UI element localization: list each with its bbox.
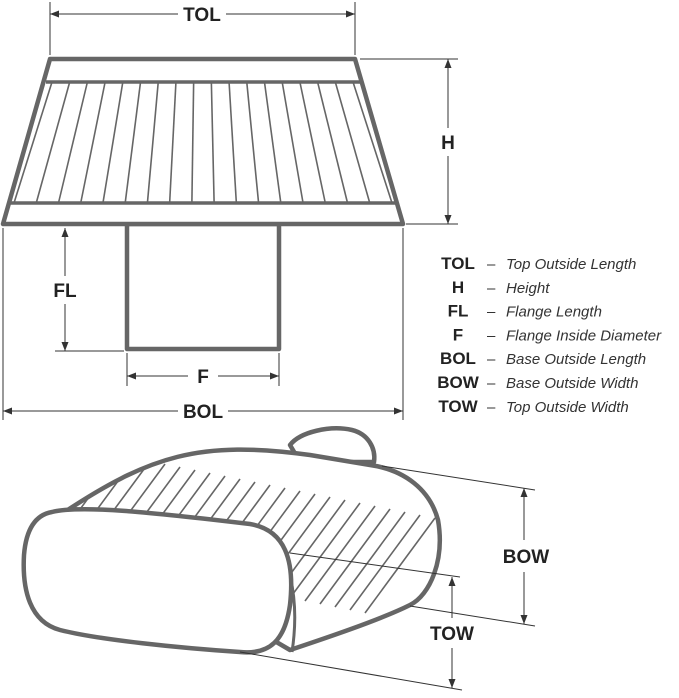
pleat-line <box>124 81 142 204</box>
oblique-pleat-line <box>319 508 391 605</box>
bol-dimension: BOL <box>2 228 404 423</box>
h-label: H <box>441 133 455 154</box>
legend-description: Base Outside Length <box>506 351 646 368</box>
oblique-pleat-line <box>364 517 436 614</box>
pleat-line <box>228 81 238 204</box>
pleat-line <box>334 81 371 204</box>
legend-description: Flange Length <box>506 304 602 321</box>
pleat-line <box>57 81 89 204</box>
bol-label: BOL <box>183 402 224 423</box>
legend-dash: – <box>487 375 496 392</box>
legend-description: Flange Inside Diameter <box>506 327 662 344</box>
legend-dash: – <box>487 399 496 416</box>
pleat-line <box>210 81 215 204</box>
pleat-line <box>102 81 124 204</box>
legend-description: Height <box>506 280 550 297</box>
legend-code: TOW <box>438 397 478 416</box>
legend-code: TOL <box>441 254 475 273</box>
bow-label: BOW <box>503 547 550 568</box>
legend-code: H <box>452 278 464 297</box>
legend-code: F <box>453 325 463 344</box>
oblique-pleat-line <box>349 514 421 611</box>
legend-code: BOW <box>437 373 480 392</box>
h-dimension: H <box>360 58 458 225</box>
legend-dash: – <box>487 280 496 297</box>
legend-code: BOL <box>440 349 476 368</box>
legend-description: Base Outside Width <box>506 375 638 392</box>
legend-dash: – <box>487 327 496 344</box>
pleat-line <box>168 81 177 204</box>
pleat-line <box>35 81 71 204</box>
oblique-pleat-line <box>334 511 406 608</box>
legend-dash: – <box>487 351 496 368</box>
pleat-line <box>245 81 260 204</box>
dimension-legend: TOL–Top Outside LengthH–HeightFL–Flange … <box>437 254 662 416</box>
f-dimension: F <box>126 353 280 388</box>
oblique-pleat-line <box>304 505 376 602</box>
fl-dimension: FL <box>53 228 124 352</box>
legend-dash: – <box>487 304 496 321</box>
tow-label: TOW <box>430 624 474 645</box>
legend-description: Top Outside Width <box>506 399 629 416</box>
pleat-line <box>299 81 327 204</box>
fl-label: FL <box>53 281 77 302</box>
legend-dash: – <box>487 256 496 273</box>
pleat-line <box>281 81 304 204</box>
pleat-line <box>79 81 106 204</box>
legend-code: FL <box>448 302 469 321</box>
pleat-line <box>13 81 53 204</box>
side-view-filter <box>0 56 406 352</box>
oblique-base-face <box>21 506 294 655</box>
pleat-line <box>146 81 160 204</box>
oblique-view-filter <box>21 426 442 655</box>
flange <box>124 221 282 352</box>
pleat-line <box>191 81 195 204</box>
tol-dimension: TOL <box>49 2 356 55</box>
pleat-line <box>316 81 349 204</box>
pleat-line <box>352 81 393 204</box>
tol-label: TOL <box>183 5 221 26</box>
pleat-line <box>263 81 282 204</box>
bow-dimension: BOW <box>381 465 550 627</box>
filter-pleats <box>13 81 393 204</box>
tow-dimension: TOW <box>239 552 474 691</box>
legend-description: Top Outside Length <box>506 256 636 273</box>
oblique-pleat-line <box>289 502 361 599</box>
f-label: F <box>197 367 209 388</box>
